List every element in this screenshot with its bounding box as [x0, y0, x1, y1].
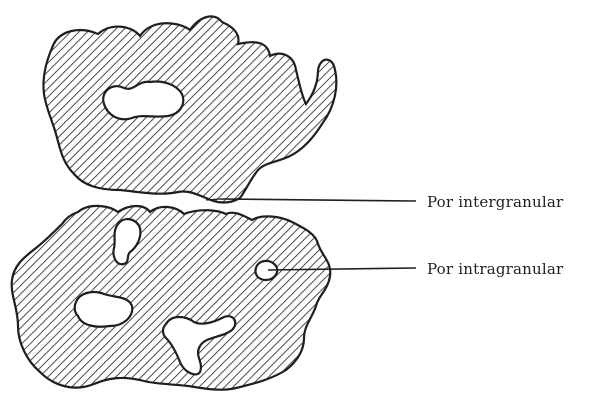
lower-grain: [12, 206, 331, 390]
label-intergranular-pore: Por intergranular: [427, 193, 563, 211]
upper-grain: [43, 16, 336, 202]
label-intragranular-pore: Por intragranular: [427, 260, 563, 278]
leader-line-intergranular: [220, 199, 416, 201]
